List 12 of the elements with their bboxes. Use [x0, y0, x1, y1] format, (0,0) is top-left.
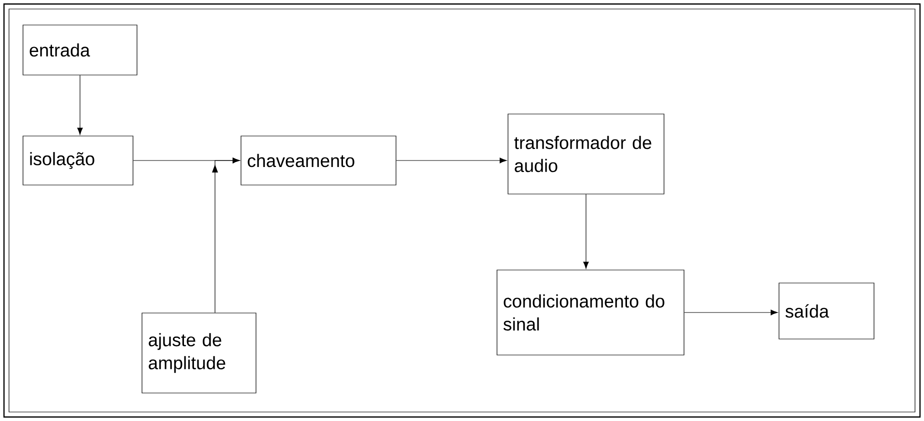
arrow	[684, 310, 778, 316]
process-box: condicionamento do sinal	[496, 270, 684, 356]
arrow	[583, 194, 589, 269]
arrow	[396, 158, 507, 164]
arrow	[77, 75, 83, 135]
process-box: chaveamento	[240, 136, 396, 186]
process-box: transformador de audio	[508, 114, 664, 194]
process-box: isolação	[22, 136, 134, 186]
process-box: ajuste de amplitude	[142, 312, 256, 394]
process-box: saída	[778, 282, 874, 340]
process-box: entrada	[22, 24, 138, 76]
arrow	[212, 158, 240, 313]
